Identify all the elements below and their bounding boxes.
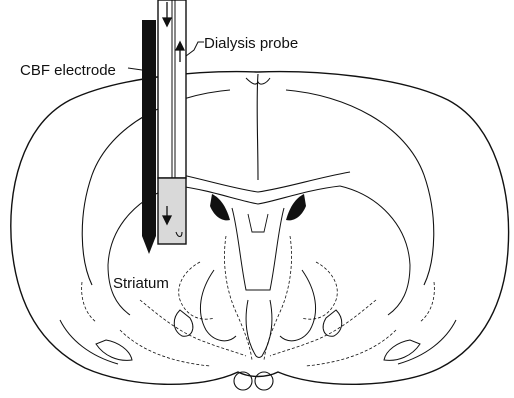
lateral-ventricle-left (210, 194, 230, 220)
cbf-electrode (142, 20, 156, 254)
lateral-ventricle-right (286, 194, 306, 220)
septum (232, 208, 284, 290)
optic-nerve-right (255, 372, 273, 390)
cbf-electrode-leader (128, 68, 142, 70)
external-capsule-right (340, 186, 410, 315)
corpus-callosum (168, 172, 350, 204)
internal-structures-dashed (82, 236, 435, 366)
cbf-electrode-label: CBF electrode (20, 62, 116, 79)
cortex-boundary-left (82, 90, 230, 285)
striatum-label: Striatum (113, 275, 169, 292)
cortex-boundary-right (286, 90, 434, 285)
dialysis-probe-label: Dialysis probe (204, 35, 298, 52)
midline-fissure (257, 74, 258, 180)
septum-inner (248, 214, 268, 232)
dialysis-probe (158, 0, 186, 244)
dialysis-probe-leader (186, 42, 204, 56)
